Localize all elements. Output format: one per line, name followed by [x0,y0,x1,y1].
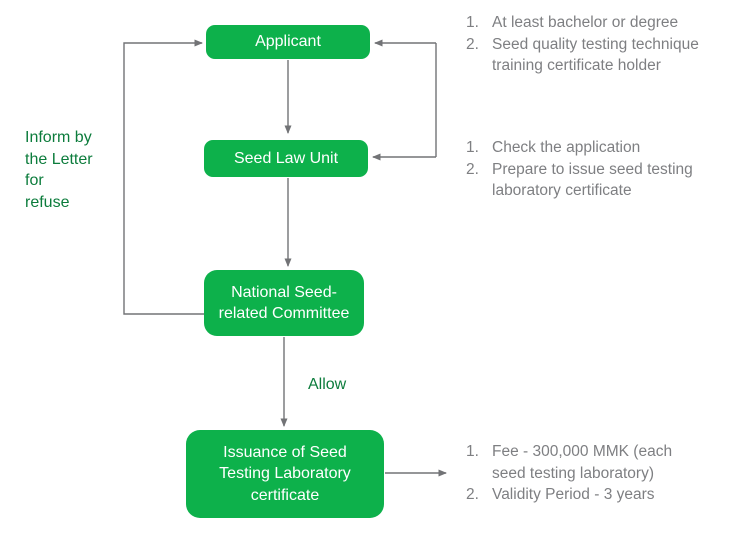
list-item-number: 1. [466,14,479,31]
edge-label-refuse: Inform by the Letter for refuse [25,129,93,211]
list-item-text: Seed quality testing technique training … [492,35,699,75]
node-applicant: Applicant [206,25,370,59]
list-item-text: Fee - 300,000 MMK (each seed testing lab… [492,443,673,482]
list-item: 2. Seed quality testing technique traini… [466,34,718,77]
list-item-number: 2. [466,35,479,53]
list-item-text: Validity Period - 3 years [492,486,655,503]
node-seed-law-unit: Seed Law Unit [204,140,368,177]
node-national-seed-related-committee: National Seed- related Committee [204,270,364,336]
annotation-list-issuance-details: 1. Fee - 300,000 MMK (each seed testing … [466,441,718,506]
list-item-number: 2. [466,160,479,178]
list-item-text: At least bachelor or degree [492,14,679,31]
annotation-list-seed-law-unit-tasks: 1. Check the application 2. Prepare to i… [466,137,718,202]
edge-label-allow: Allow [308,376,347,393]
node-issuance-of-certificate: Issuance of Seed Testing Laboratory cert… [186,430,384,518]
list-item: 2. Prepare to issue seed testing laborat… [466,159,718,202]
list-item-text: Prepare to issue seed testing laboratory… [492,160,693,200]
list-item-number: 1. [466,443,479,460]
list-item: 1. Fee - 300,000 MMK (each seed testing … [466,441,718,484]
list-item-text: Check the application [492,139,641,156]
list-item: 1. Check the application [466,137,718,159]
list-item-number: 2. [466,486,479,503]
annotation-list-applicant-requirements: 1. At least bachelor or degree 2. Seed q… [466,12,718,77]
arrow-refuse-loop-committee-to-applicant [123,39,204,315]
list-item: 1. At least bachelor or degree [466,12,718,34]
list-item-number: 1. [466,139,479,156]
list-item: 2. Validity Period - 3 years [466,484,718,506]
